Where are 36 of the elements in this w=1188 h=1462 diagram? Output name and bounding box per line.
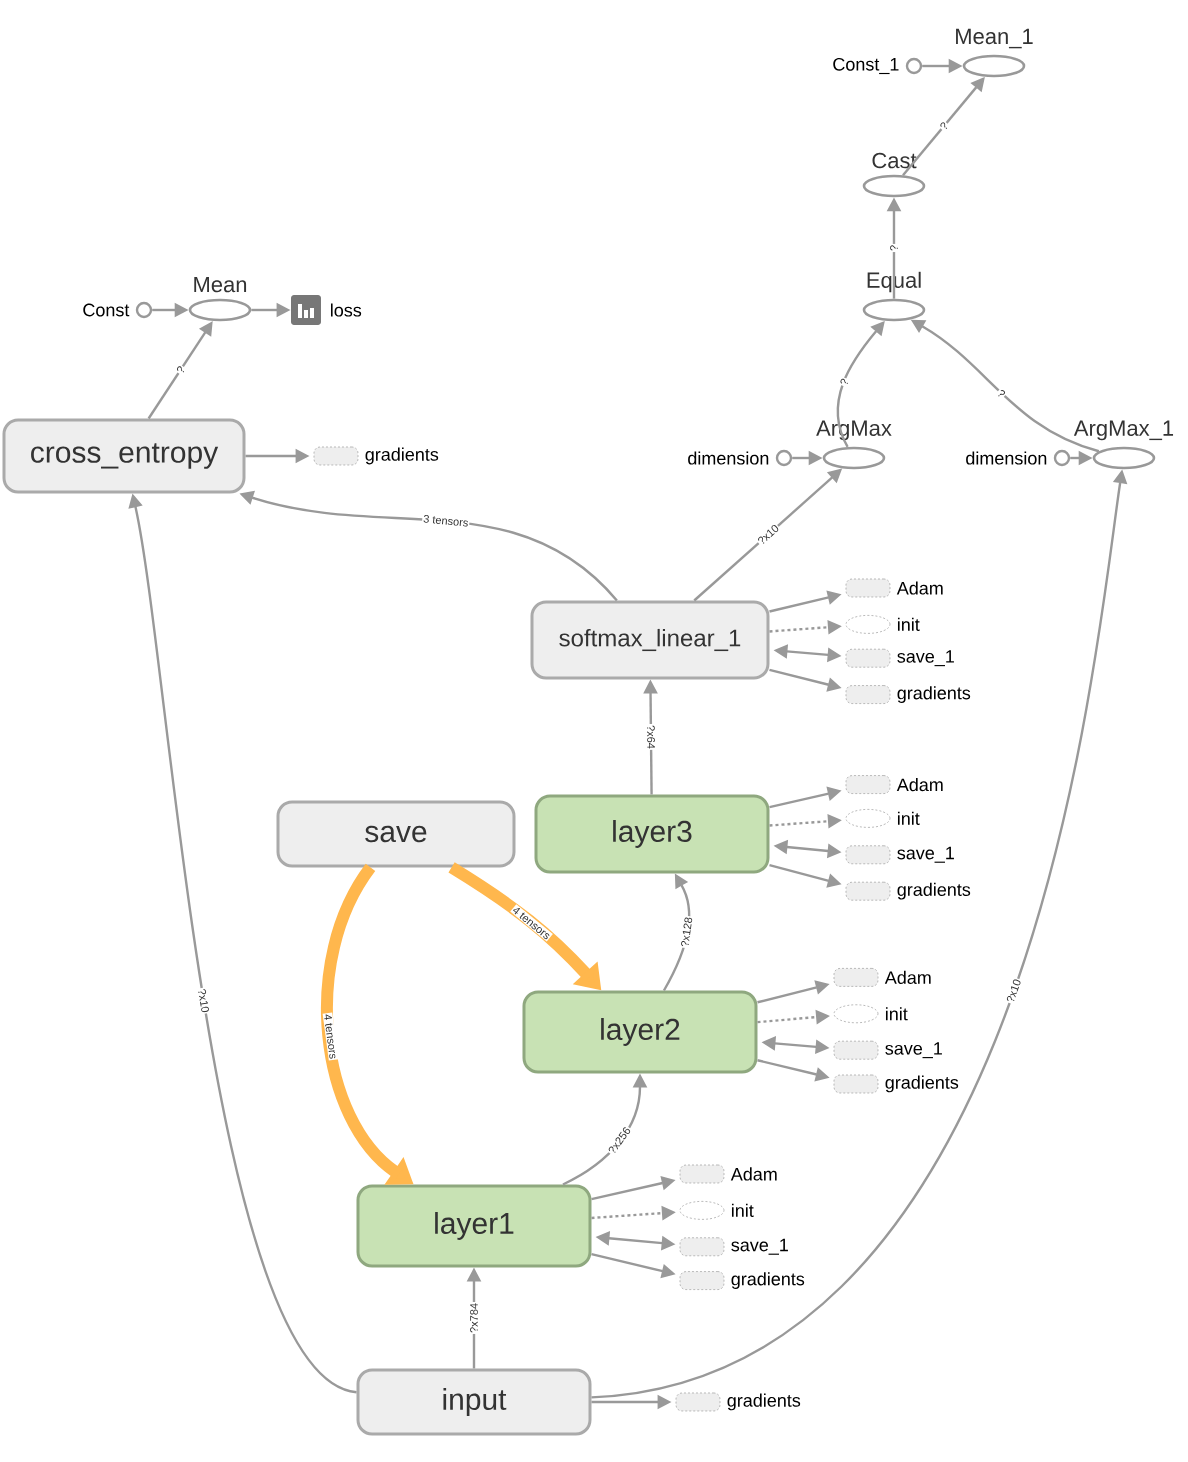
node-label: gradients	[727, 1393, 801, 1411]
node-label: gradients	[365, 447, 439, 465]
layer-box: layer3	[534, 794, 770, 874]
op-box: softmax_linear_1	[530, 600, 770, 680]
node-label: Adam	[884, 970, 931, 984]
node-label: init	[898, 811, 920, 825]
node-label: save_1	[897, 846, 954, 863]
node-label: Const_1	[833, 57, 899, 75]
node-label: init	[898, 617, 920, 631]
node-label: Adam	[896, 778, 943, 792]
node-label: loss	[331, 303, 362, 317]
node-label: gradients	[731, 1272, 805, 1289]
layer-box: layer2	[522, 990, 758, 1074]
op-box: input	[356, 1368, 592, 1436]
node-label: save_1	[885, 1042, 942, 1059]
node-label: dimension	[688, 451, 769, 465]
node-label: init	[886, 1007, 908, 1021]
op-box: cross_entropy	[2, 418, 246, 494]
node-label: gradients	[897, 686, 971, 703]
op-box: save	[276, 800, 516, 868]
node-label: Equal	[867, 271, 921, 293]
node-label: ArgMax_1	[1073, 420, 1174, 441]
node-label: Const	[83, 303, 130, 317]
node-label: dimension	[966, 451, 1047, 465]
node-label: gradients	[885, 1075, 959, 1093]
node-label: Cast	[872, 152, 917, 169]
node-label: Mean_1	[956, 28, 1033, 49]
node-label: gradients	[897, 882, 971, 900]
node-label: Mean	[194, 276, 247, 293]
node-label: Adam	[896, 581, 943, 595]
node-label: save_1	[731, 1238, 788, 1255]
node-label: ArgMax	[816, 420, 892, 441]
node-label: save_1	[897, 650, 954, 667]
node-label: init	[732, 1203, 754, 1217]
node-label: Adam	[730, 1167, 777, 1181]
layer-box: layer1	[356, 1184, 592, 1268]
